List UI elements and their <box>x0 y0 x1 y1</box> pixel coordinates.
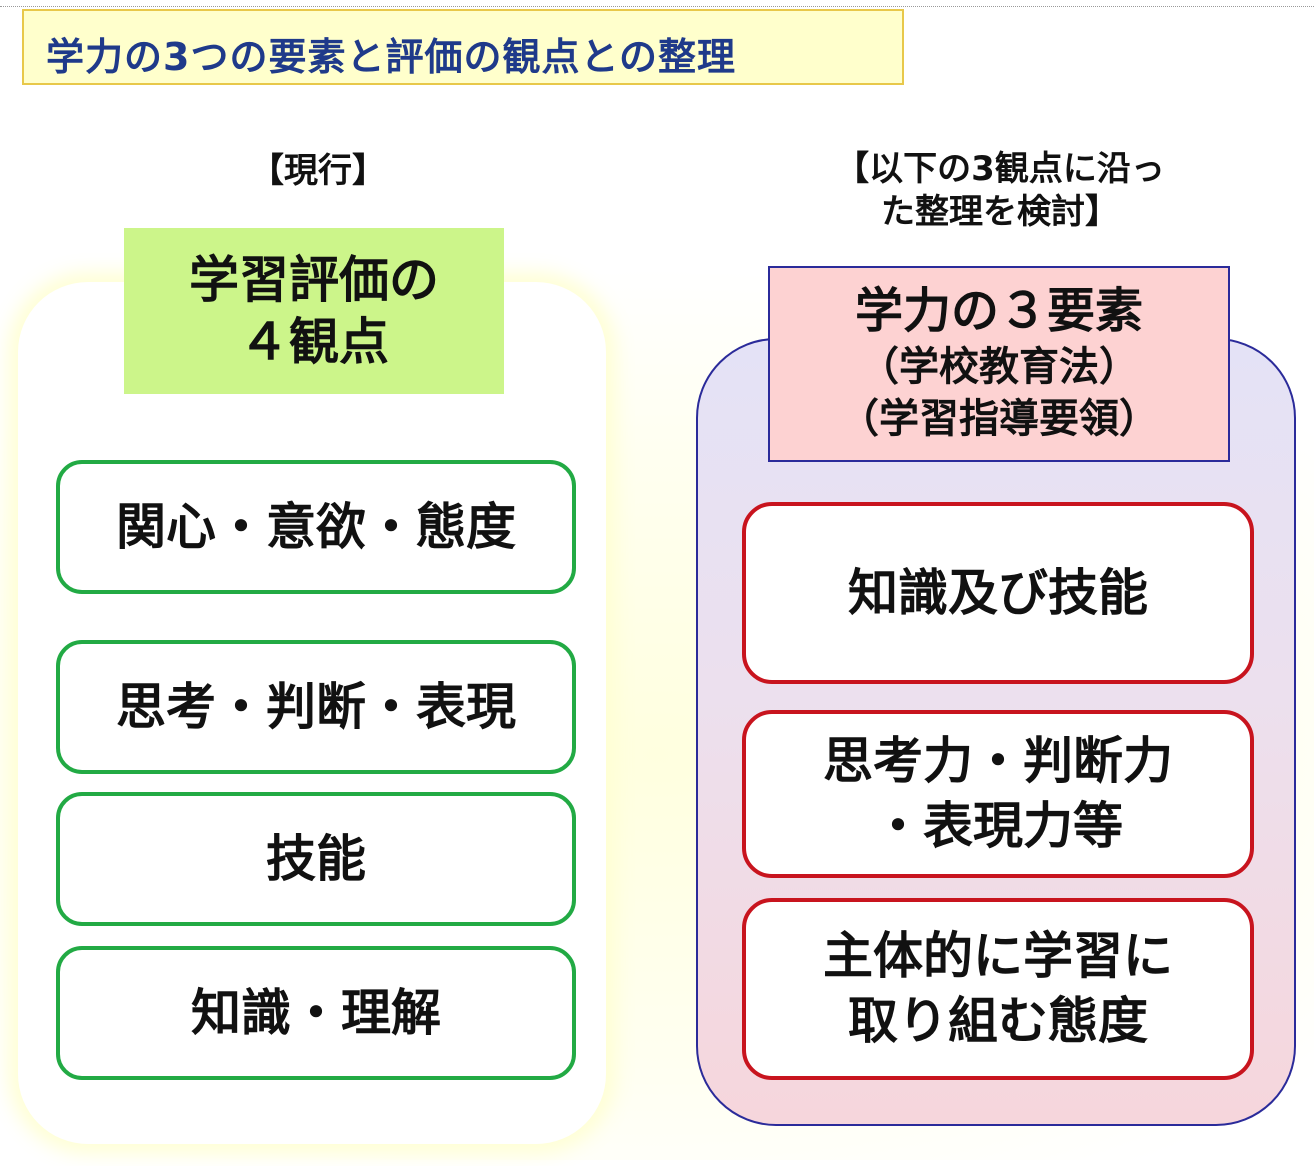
viewpoint-label: 知識・理解 <box>191 983 441 1042</box>
viewpoint-box-interest: 関心・意欲・態度 <box>56 460 576 594</box>
right-heading-sub-guideline: （学習指導要領） <box>839 395 1159 442</box>
left-heading-box: 学習評価の ４観点 <box>124 228 504 394</box>
title-banner: 学力の3つの要素と評価の観点との整理 <box>22 9 904 85</box>
left-column-header: 【現行】 <box>250 151 386 191</box>
element-box-thinking-abilities: 思考力・判断力 ・表現力等 <box>742 710 1254 878</box>
viewpoint-label: 思考・判断・表現 <box>116 677 516 736</box>
element-box-knowledge-skills: 知識及び技能 <box>742 502 1254 684</box>
right-column-header: 【以下の3観点に沿っ た整理を検討】 <box>835 149 1165 232</box>
element-label: 主体的に学習に 取り組む態度 <box>823 927 1173 1050</box>
left-heading-text: 学習評価の ４観点 <box>189 250 439 372</box>
top-dotted-divider <box>0 6 1314 7</box>
right-heading-main: 学力の３要素 <box>854 283 1143 340</box>
element-label: 知識及び技能 <box>848 563 1148 622</box>
right-heading-box: 学力の３要素 （学校教育法） （学習指導要領） <box>768 266 1230 462</box>
viewpoint-box-thinking: 思考・判断・表現 <box>56 640 576 774</box>
viewpoint-label: 関心・意欲・態度 <box>116 497 516 556</box>
page-title: 学力の3つの要素と評価の観点との整理 <box>46 35 737 79</box>
element-box-attitude: 主体的に学習に 取り組む態度 <box>742 898 1254 1080</box>
right-heading-sub-law: （学校教育法） <box>859 343 1139 390</box>
viewpoint-box-skill: 技能 <box>56 792 576 926</box>
viewpoint-label: 技能 <box>266 829 366 888</box>
viewpoint-box-knowledge: 知識・理解 <box>56 946 576 1080</box>
element-label: 思考力・判断力 ・表現力等 <box>823 732 1173 855</box>
